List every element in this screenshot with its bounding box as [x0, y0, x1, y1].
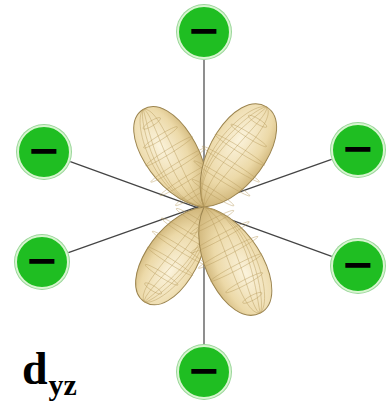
ligand-charge: − [331, 239, 385, 293]
orbital-label: d [22, 346, 48, 392]
charge-sign: − [341, 244, 375, 284]
charge-sign: − [187, 10, 221, 50]
ligand-charge: − [17, 125, 71, 179]
orbital-subscript: yz [49, 370, 77, 400]
charge-sign: − [341, 128, 375, 168]
ligand-charge: − [177, 5, 231, 59]
charge-sign: − [187, 350, 221, 390]
ligand-charge: − [177, 345, 231, 399]
ligand-charge: − [331, 123, 385, 177]
ligand-charge: − [15, 235, 69, 289]
charge-sign: − [27, 130, 61, 170]
charge-sign: − [25, 240, 59, 280]
